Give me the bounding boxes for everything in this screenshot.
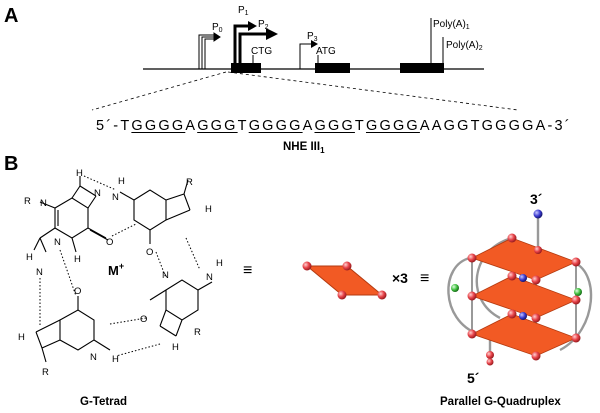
atom-h8: H <box>18 332 25 343</box>
guanine-bottom-left <box>35 296 111 363</box>
g-quadruplex-caption: Parallel G-Quadruplex <box>440 396 561 408</box>
atom-n3: N <box>54 237 61 248</box>
seq-seg: T <box>237 118 249 134</box>
atom-h2: H <box>26 252 33 263</box>
times-three: ×3 <box>392 270 408 286</box>
atom-h5: H <box>205 204 212 215</box>
zoom-dash-left <box>91 71 227 111</box>
quadruplex-plane-top <box>470 237 578 281</box>
atom-h1: H <box>76 168 83 179</box>
atom-h7: H <box>172 342 179 353</box>
quadruplex-plane-middle <box>470 275 578 319</box>
atom-h4: H <box>118 176 125 187</box>
seq-g-run: GGGG <box>248 118 303 134</box>
label-5prime: 5´ <box>467 370 480 386</box>
label-3prime: 3´ <box>530 191 543 207</box>
tetrad-node <box>342 261 352 271</box>
g-quadruplex: 3´ 5´ Parallel G-Quadruplex <box>440 191 593 408</box>
guanine-bottom-right <box>149 279 213 337</box>
seq-seg: T <box>354 118 366 134</box>
polya1-label: Poly(A)1 <box>433 19 470 31</box>
exon-3 <box>400 63 444 73</box>
quadruplex-nodes <box>467 233 581 361</box>
codon-atg-label: ATG <box>316 46 336 57</box>
atom-h6: H <box>216 258 223 269</box>
guanine-top-left <box>33 176 109 253</box>
tetrad-node <box>337 290 347 300</box>
atom-o4: O <box>74 286 81 297</box>
seq-g-run: GGG <box>197 118 238 134</box>
tetrad-node <box>377 290 387 300</box>
codon-ctg-label: CTG <box>251 46 272 57</box>
atom-n7: N <box>206 272 213 283</box>
equiv-sign-2: ≡ <box>420 270 429 287</box>
atom-o3: O <box>140 314 147 325</box>
k-ion <box>519 274 527 282</box>
atom-h9: H <box>112 354 119 365</box>
atom-n5: N <box>112 192 119 203</box>
g-tetrad-structure: R N H N O N H N H H N R H O <box>18 168 223 408</box>
promoter-p1-arrow <box>233 21 257 69</box>
seq-seg: 5´-T <box>96 118 132 134</box>
equiv-sign-1: ≡ <box>243 262 252 279</box>
atom-r1: R <box>24 196 31 207</box>
promoter-p0-label: P0 <box>212 22 223 34</box>
backbone-loops <box>447 214 593 355</box>
atom-o2: O <box>146 247 153 258</box>
atom-r4: R <box>42 367 49 378</box>
atom-o1: O <box>106 237 113 248</box>
sequence-name: NHE III1 <box>283 141 325 155</box>
atom-r2: R <box>186 177 193 188</box>
exon-1 <box>231 63 261 73</box>
nhe-sequence: 5´-TGGGGAGGGTGGGGAGGGTGGGGAAGGTGGGGA-3´ <box>96 118 572 140</box>
promoter-p1-label: P1 <box>238 5 249 17</box>
seq-g-run: GGGG <box>365 118 420 134</box>
atom-n2: N <box>94 188 101 199</box>
seq-g-run: GGG <box>314 118 355 134</box>
metal-ion-label: M+ <box>108 261 124 278</box>
atom-n8: N <box>90 352 97 363</box>
g-tetrad-caption: G-Tetrad <box>80 396 127 408</box>
zoom-dash-right <box>227 71 519 111</box>
end-5prime-ion <box>486 358 494 366</box>
guanine-top-right <box>119 179 191 244</box>
panel-label-b: B <box>4 153 18 175</box>
tetrad-plane <box>302 261 387 300</box>
tetrad-node <box>302 261 312 271</box>
panel-label-a: A <box>4 5 18 27</box>
hydrogen-bonds <box>39 175 201 357</box>
gene-map: P0 P1 P2 CTG P3 ATG Poly(A)1 Poly(A)2 <box>91 5 519 111</box>
exon-2 <box>315 63 350 73</box>
atom-n4: N <box>36 267 43 278</box>
na-ion-right <box>574 288 582 296</box>
na-ion-left <box>451 284 459 292</box>
end-3prime-ion <box>533 209 543 219</box>
seq-seg: A <box>185 118 198 134</box>
promoter-p2-arrow <box>238 28 278 69</box>
seq-seg: A <box>302 118 315 134</box>
seq-g-run: GGGG <box>131 118 186 134</box>
atom-h3: H <box>74 254 81 265</box>
promoter-p3-label: P3 <box>307 31 318 43</box>
promoter-p3-arrow <box>299 40 318 69</box>
polya2-label: Poly(A)2 <box>446 40 483 52</box>
atom-r3: R <box>194 327 201 338</box>
atom-n1: N <box>40 198 47 209</box>
k-ion <box>519 312 527 320</box>
seq-seg: AAGGTGGGGA-3´ <box>419 118 572 134</box>
promoter-p0-arrow <box>198 32 221 69</box>
promoter-p2-label: P2 <box>258 19 269 31</box>
